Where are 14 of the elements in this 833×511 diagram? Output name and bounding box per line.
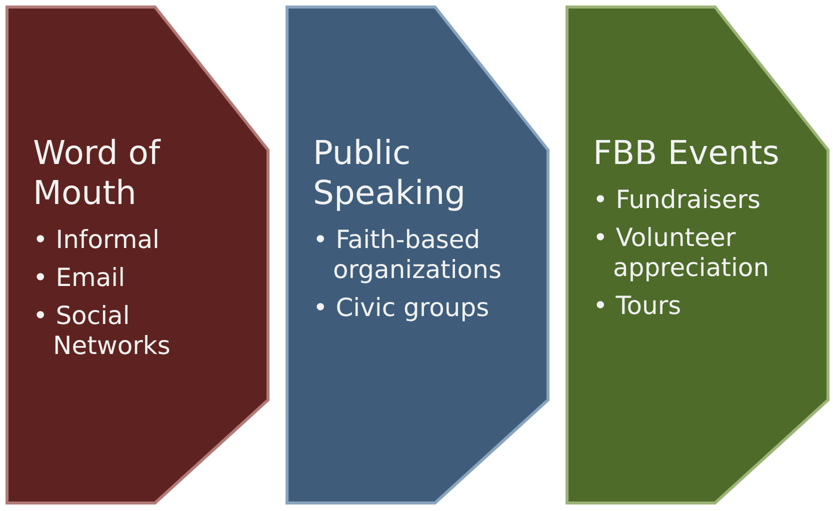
bullet-item: • Social Networks — [33, 301, 172, 361]
bullet-item: • Fundraisers — [593, 185, 762, 215]
bullet-item: • Informal — [33, 225, 160, 255]
chevron-shape — [5, 5, 270, 505]
bullet-item: • Tours — [593, 291, 682, 321]
chevron-heading: Word of Mouth — [33, 133, 162, 213]
bullet-item: • Email — [33, 263, 126, 293]
bullet-item: • Faith-based organizations — [313, 225, 502, 285]
bullet-item: • Volunteer appreciation — [593, 223, 770, 283]
chevron-shape — [285, 5, 550, 505]
chevron-heading: Public Speaking — [313, 133, 467, 213]
chevron-shape — [565, 5, 830, 505]
bullet-item: • Civic groups — [313, 293, 490, 323]
chevron-heading: FBB Events — [593, 133, 780, 173]
